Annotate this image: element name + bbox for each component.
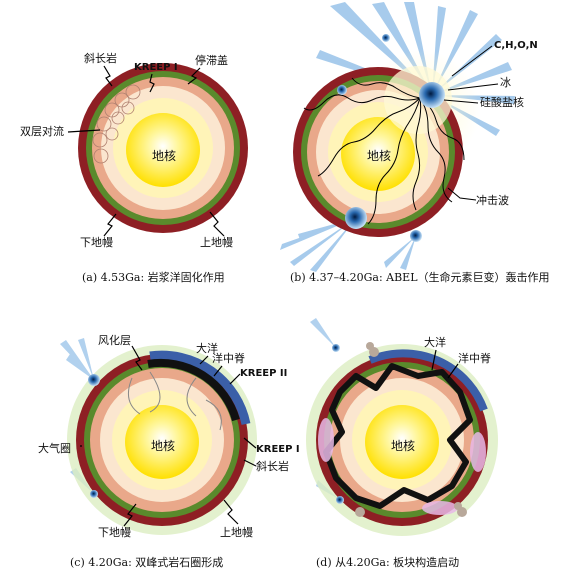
panel-c-ocean-arc	[149, 350, 251, 425]
panel-a-caption: (a) 4.53Ga: 岩浆洋固化作用	[82, 270, 225, 284]
panel-c-convection-arrows	[127, 371, 222, 431]
panel-d-caption: (d) 从4.20Ga: 板块构造启动	[316, 555, 459, 569]
panel-b-label-silicate-core: 硅酸盐核	[480, 95, 524, 109]
panel-b-label-shock-wave: 冲击波	[476, 193, 509, 207]
panel-c-label-ocean: 大洋	[196, 341, 218, 355]
panel-b-small-impactor-2	[410, 230, 422, 242]
panel-a-label-lower-mantle: 下地幔	[80, 236, 113, 249]
panel-b-label-ice: 冰	[500, 76, 511, 89]
panel-d-leader-lines	[431, 349, 459, 379]
panel-a-leader-lines	[67, 65, 225, 237]
panel-b-small-impactor-1	[345, 207, 367, 229]
panel-b-label-chon: C,H,O,N	[494, 40, 538, 51]
panel-a-label-upper-mantle: 上地幔	[200, 236, 233, 249]
panel-c-label-anorthosite: 斜长岩	[256, 459, 289, 473]
panel-b-small-impactor-3	[337, 85, 347, 95]
panel-c-black-crust	[147, 358, 240, 422]
panel-d-label-core: 地核	[391, 439, 415, 453]
panel-c-label-atmosphere: 大气圈	[38, 441, 71, 455]
panel-d-core	[365, 405, 439, 479]
panel-a-core	[126, 113, 200, 187]
panel-c-caption: (c) 4.20Ga: 双峰式岩石圈形成	[70, 555, 223, 569]
panel-b-label-core: 地核	[367, 149, 391, 163]
panel-c-label-ridge: 洋中脊	[212, 351, 245, 365]
panel-d-impactor-1	[332, 344, 340, 352]
panel-a-label-kreep: KREEP I	[134, 62, 178, 73]
panel-c-impactor	[88, 374, 100, 386]
panel-a: 斜长岩 KREEP I 停滞盖 双层对流 地核 下地幔 上地幔 (a) 4.53…	[20, 51, 248, 284]
panel-d-label-ocean: 大洋	[424, 335, 446, 349]
panel-b-caption: (b) 4.37–4.20Ga: ABEL（生命元素巨变）轰击作用	[290, 270, 550, 284]
panel-c-label-upper-mantle: 上地幔	[220, 526, 253, 539]
panel-d-ocean-arc	[368, 349, 488, 412]
panel-c-label-kreep2: KREEP II	[240, 368, 287, 379]
panel-d: 大洋 洋中脊 地核 (d) 从4.20Ga: 板块构造启动	[306, 318, 498, 569]
panel-b-small-impactor-4	[382, 34, 390, 42]
panel-c-label-core: 地核	[151, 439, 175, 453]
panel-c-leader-lines	[80, 345, 257, 527]
panel-c: 风化层 大洋 洋中脊 KREEP II KREEP I 大气圈 斜长岩 地核 下…	[38, 333, 300, 569]
panel-c-label-lower-mantle: 下地幔	[98, 526, 131, 539]
panel-a-label-double-convection: 双层对流	[20, 124, 64, 138]
panel-b-main-impactor	[419, 82, 445, 108]
panel-b-core	[341, 117, 415, 191]
panel-c-core	[125, 405, 199, 479]
panel-d-label-ridge: 洋中脊	[458, 351, 491, 365]
panel-b: C,H,O,N 冰 硅酸盐核 地核 冲击波 (b) 4.37–4.20Ga: A…	[280, 2, 550, 284]
panel-c-impactor-2	[90, 490, 98, 498]
panel-a-label-core: 地核	[152, 149, 176, 163]
panel-b-leader-lines	[443, 45, 499, 201]
panel-d-impactor-2	[336, 496, 344, 504]
panel-b-shock-waves	[303, 77, 465, 225]
panel-d-pink-crust-patches	[318, 418, 486, 515]
panel-c-label-kreep1: KREEP I	[256, 444, 300, 455]
panel-a-convection-cells	[92, 84, 141, 164]
panel-a-label-stagnant-lid: 停滞盖	[195, 53, 228, 67]
panel-c-label-weathering: 风化层	[98, 333, 131, 347]
panel-a-label-anorthosite: 斜长岩	[84, 51, 117, 65]
panel-d-volcanic-plumes	[355, 342, 467, 517]
